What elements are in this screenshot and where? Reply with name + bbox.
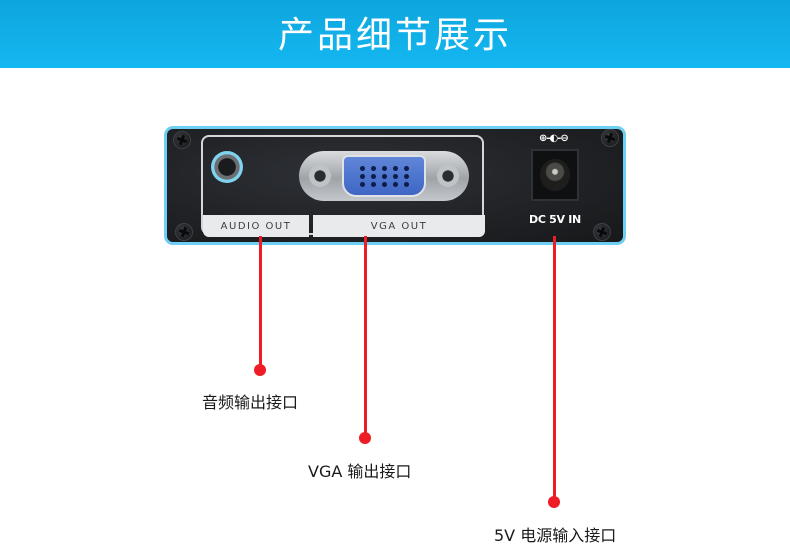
header-banner: 产品细节展示 — [0, 0, 790, 68]
callout-label-audio: 音频输出接口 — [202, 393, 299, 412]
dc-power-jack — [531, 149, 579, 201]
audio-jack-icon — [211, 151, 243, 183]
callout-line-vga — [364, 236, 367, 438]
vga-out-label: VGA OUT — [313, 215, 485, 237]
output-port-panel: AUDIO OUT VGA OUT — [201, 135, 485, 237]
dc-in-label: DC 5V IN — [529, 213, 581, 226]
screw-icon — [601, 129, 619, 147]
vga-pin-face — [342, 155, 426, 197]
vga-screw-icon — [309, 165, 331, 187]
callout-label-dc: 5V 电源输入接口 — [494, 526, 617, 545]
callout-dot-dc — [548, 496, 560, 508]
polarity-icon: ⊕-◐-⊖ — [539, 133, 569, 144]
callout-line-audio — [259, 236, 262, 370]
callout-dot-vga — [359, 432, 371, 444]
callout-dot-audio — [254, 364, 266, 376]
page-title: 产品细节展示 — [277, 15, 512, 56]
vga-screw-icon — [437, 165, 459, 187]
screw-icon — [175, 223, 193, 241]
device-rear-panel: AUDIO OUT VGA OUT ⊕-◐-⊖ DC 5V IN — [164, 126, 626, 245]
callout-line-dc — [553, 236, 556, 502]
screw-icon — [173, 131, 191, 149]
vga-connector — [299, 151, 469, 201]
callout-label-vga: VGA 输出接口 — [308, 462, 412, 481]
audio-out-label: AUDIO OUT — [203, 215, 309, 237]
screw-icon — [593, 223, 611, 241]
